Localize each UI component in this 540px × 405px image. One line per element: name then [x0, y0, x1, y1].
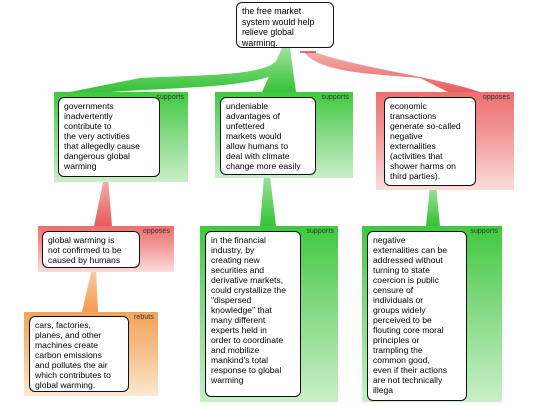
link-root-to-claim-1 — [70, 48, 290, 92]
evidence-node-financial-industry[interactable]: in the financial industry, by creating n… — [205, 231, 301, 397]
link-claim-3-to-evidence — [426, 186, 440, 226]
evidence-node-public-censure[interactable]: negative externalities can be addressed … — [367, 231, 467, 401]
root-claim-node[interactable]: the free market system would help reliev… — [236, 2, 334, 48]
link-root-to-claim-2 — [262, 48, 296, 92]
rebuttal-node-emissions[interactable]: cars, factories, planes, and other machi… — [29, 316, 129, 392]
link-root-to-claim-3 — [304, 52, 480, 92]
claim-node-negative-externalities[interactable]: economic transactions generate so-called… — [384, 97, 476, 186]
claim-node-government-contribution[interactable]: governments inadvertently contribute to … — [58, 97, 160, 177]
relation-label: rebuts — [133, 314, 154, 321]
relation-label: opposes — [142, 228, 170, 235]
relation-label: supports — [321, 94, 349, 101]
link-claim-1-to-opposition — [94, 178, 112, 226]
relation-label: supports — [306, 228, 334, 235]
link-claim-2-to-evidence — [260, 176, 276, 226]
relation-label: supports — [470, 228, 498, 235]
opposition-node-warming-not-confirmed[interactable]: global warming is not confirmed to be ca… — [42, 231, 140, 268]
relation-label: opposes — [482, 94, 510, 101]
link-opposition-to-rebuttal — [82, 268, 98, 312]
relation-label: supports — [156, 94, 184, 101]
claim-node-market-advantages[interactable]: undeniable advantages of unfettered mark… — [220, 97, 316, 175]
